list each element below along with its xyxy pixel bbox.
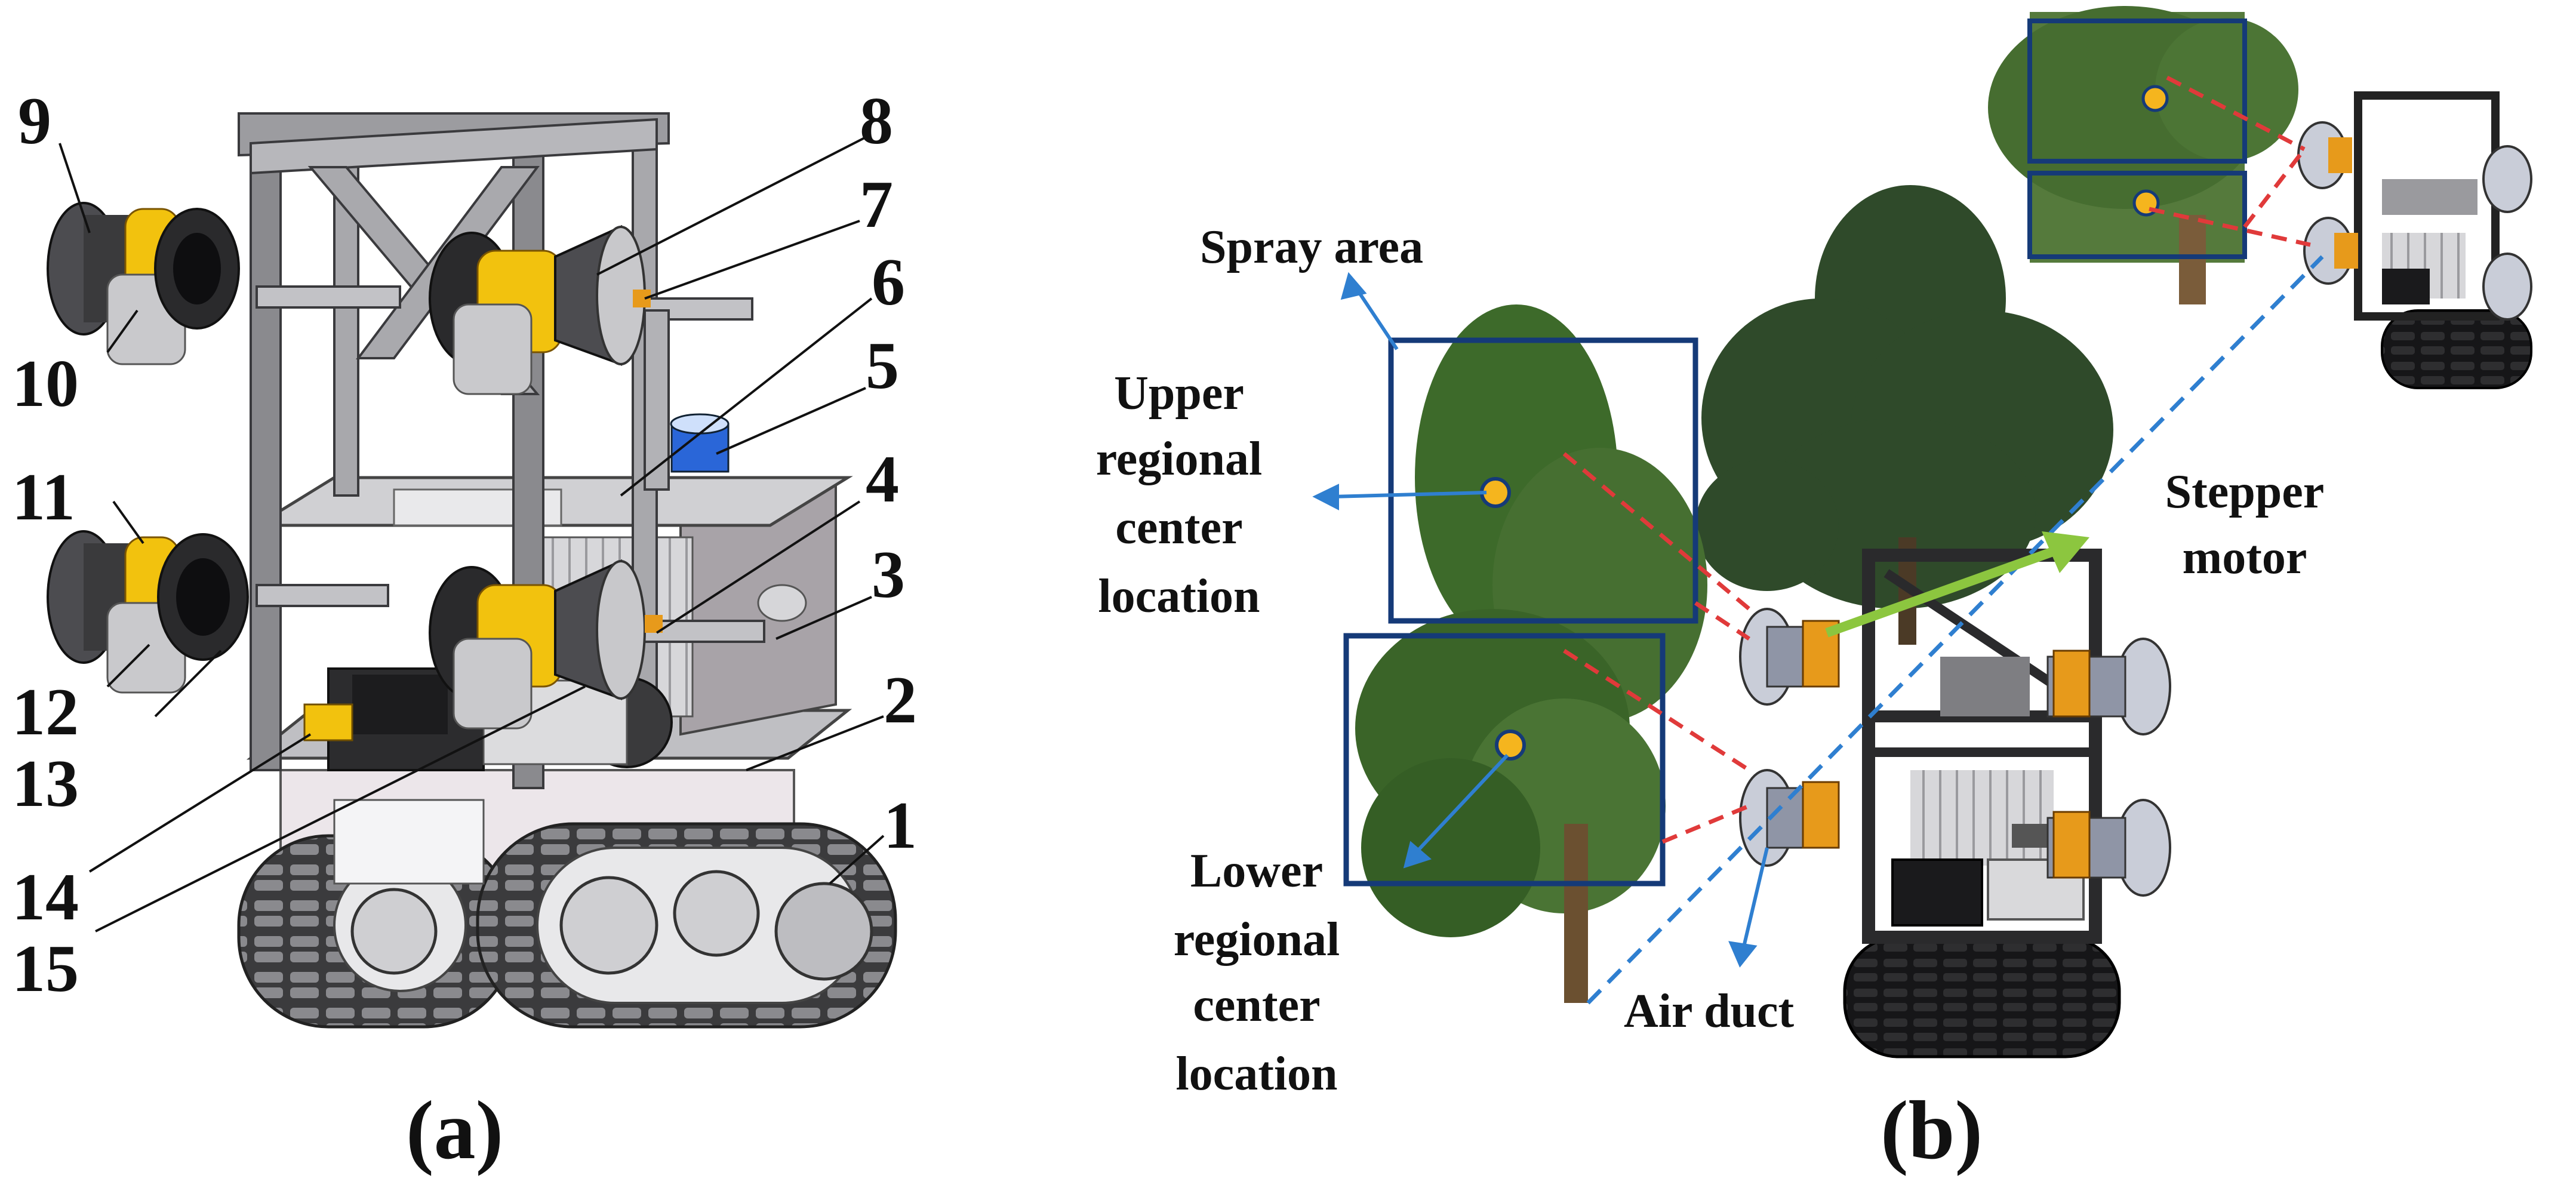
annotation-pointers xyxy=(1312,272,1769,968)
upper-region-label-line2: regional xyxy=(1096,433,1263,485)
stepper-motor-arrow xyxy=(1825,531,2089,638)
distant-lower-box xyxy=(2027,171,2247,259)
part-label: 13 xyxy=(12,747,79,821)
fan-11-12-13 xyxy=(47,530,249,694)
distant-upper-box xyxy=(2027,19,2247,164)
panel-a-robot-drawing: 1 2 3 4 5 6 7 8 9 10 11 12 13 14 15 (a) xyxy=(12,84,917,1177)
lower-region-label-line1: Lower xyxy=(1190,845,1323,897)
part-label: 5 xyxy=(866,329,899,403)
part-label: 12 xyxy=(12,675,79,749)
lower-center-dot xyxy=(1495,730,1526,761)
air-duct-label: Air duct xyxy=(1624,985,1795,1038)
part-label: 7 xyxy=(860,168,893,242)
upper-spray-area-box xyxy=(1388,337,1698,624)
travel-path-line xyxy=(1586,255,2324,1005)
distant-spray-lines xyxy=(2149,75,2311,247)
annotation-labels: Spray area Upper regional center locatio… xyxy=(1096,221,2325,1100)
part-label: 11 xyxy=(12,460,75,534)
panel-b-caption: (b) xyxy=(1881,1084,1983,1177)
upper-region-label-line1: Upper xyxy=(1114,367,1244,420)
spray-area-label: Spray area xyxy=(1200,221,1423,273)
upper-region-label-line4: location xyxy=(1098,570,1260,623)
upper-region-label-line3: center xyxy=(1115,501,1242,554)
fan-3-4 xyxy=(429,559,663,730)
lower-region-label-line2: regional xyxy=(1174,913,1340,966)
part-leader-lines xyxy=(59,136,885,933)
part-label: 8 xyxy=(860,84,893,158)
stepper-motor-label-line1: Stepper xyxy=(2165,466,2325,518)
lower-region-label-line4: location xyxy=(1175,1048,1337,1100)
track-base xyxy=(237,769,897,1029)
part-label: 14 xyxy=(12,860,79,934)
foreground-fans xyxy=(1739,608,2171,897)
panel-b-spray-diagram: Spray area Upper regional center locatio… xyxy=(1096,6,2532,1177)
spray-projection-lines xyxy=(1562,452,1751,844)
part-label: 2 xyxy=(884,663,917,737)
foreground-robot xyxy=(1843,549,2121,1058)
part-label: 1 xyxy=(884,789,917,863)
part-label: 15 xyxy=(12,932,79,1006)
part-label: 9 xyxy=(18,84,51,158)
lower-spray-area-box xyxy=(1343,633,1666,887)
water-tank xyxy=(670,413,730,473)
part-label: 4 xyxy=(866,442,899,516)
part-label: 6 xyxy=(872,245,905,319)
part-number-labels: 1 2 3 4 5 6 7 8 9 10 11 12 13 14 15 xyxy=(12,84,917,1006)
fan-7-8 xyxy=(429,224,651,395)
fan-9-10 xyxy=(47,202,240,365)
foreground-tree xyxy=(1355,304,1707,1003)
part-label: 3 xyxy=(872,538,905,612)
lower-region-label-line3: center xyxy=(1193,979,1320,1032)
panel-a-caption: (a) xyxy=(406,1084,503,1177)
part-label: 10 xyxy=(12,347,79,421)
distant-robot xyxy=(2297,91,2532,389)
distant-tree xyxy=(1988,6,2298,304)
stepper-motor-label-line2: motor xyxy=(2183,531,2307,584)
distant-upper-center-dot xyxy=(2141,85,2169,112)
